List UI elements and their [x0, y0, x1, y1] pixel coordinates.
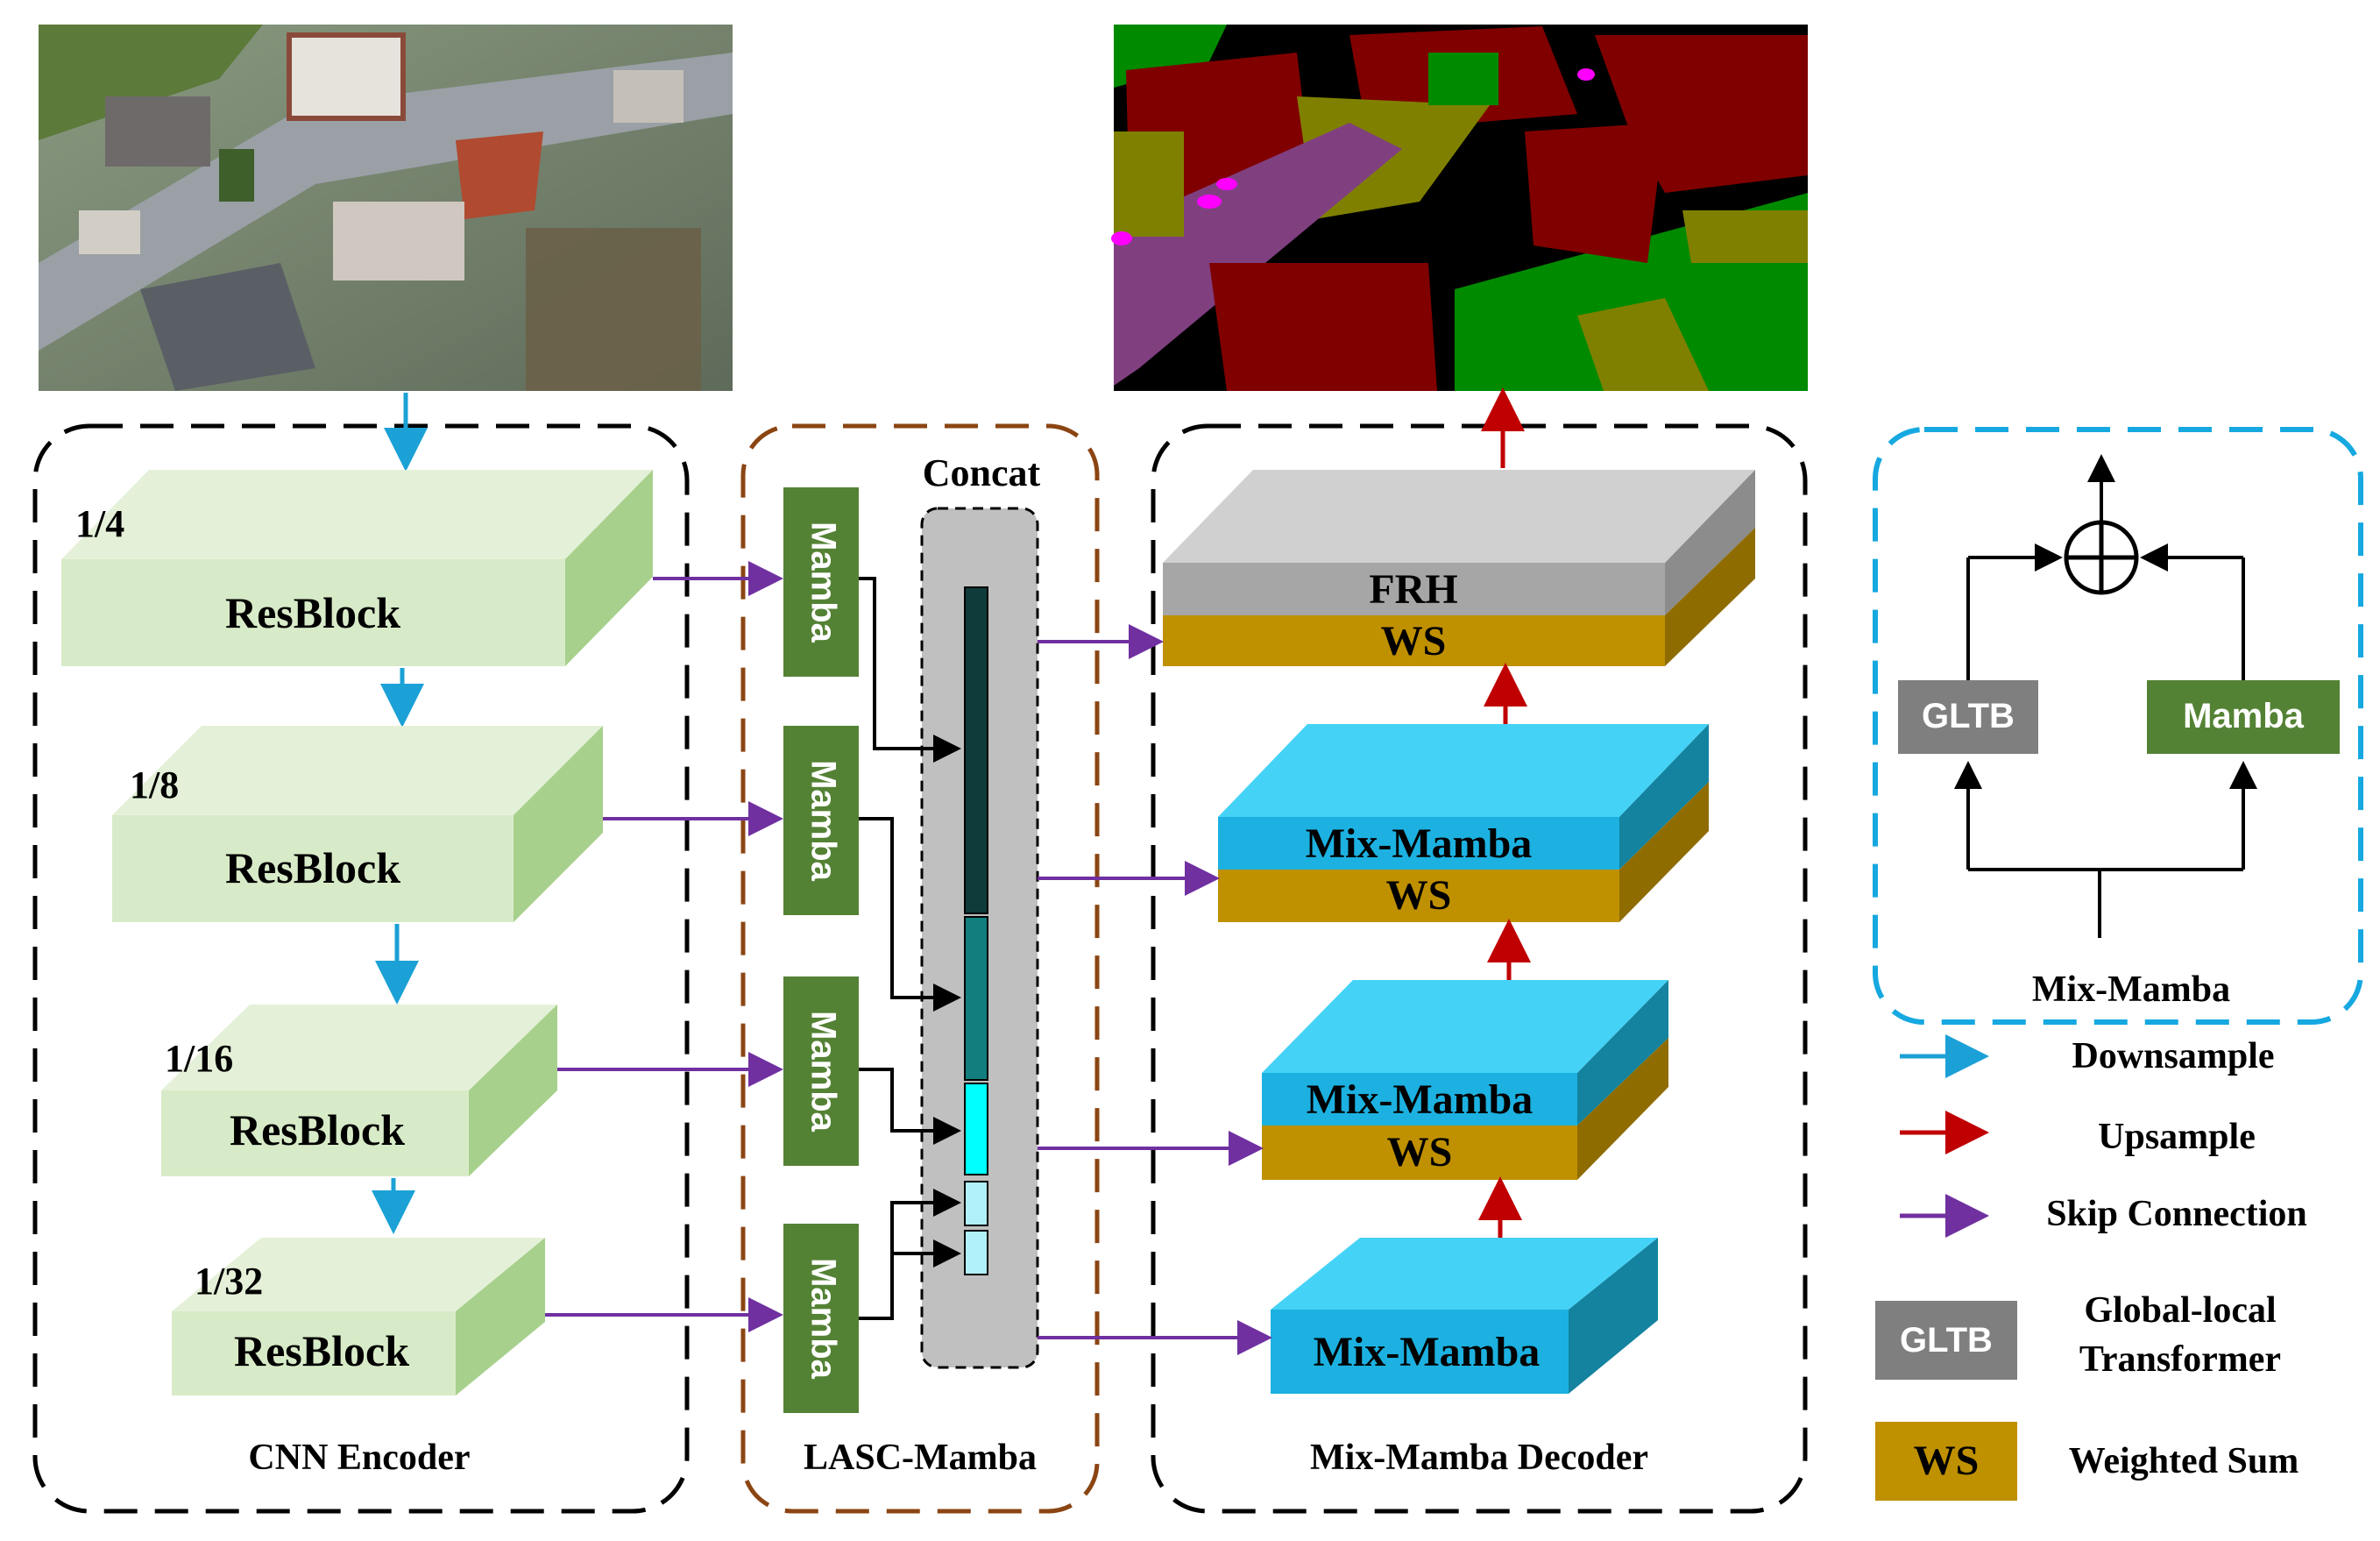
mamba-concat-link: [859, 577, 961, 763]
mamba-label: Mamba: [2183, 697, 2305, 735]
encoder-scale-label: 1/32: [195, 1260, 263, 1303]
concat-label: Concat: [923, 451, 1041, 494]
encoder-region: [32, 423, 690, 1514]
aerial-input-image: [39, 25, 733, 391]
mix-mamba-block-3: [1271, 1238, 1658, 1394]
mamba-block-4: Mamba: [783, 1224, 859, 1413]
legend-upsample-label: Upsample: [2098, 1117, 2256, 1157]
mix-mamba-label: Mix-Mamba: [1306, 820, 1533, 867]
sum-icon: [2064, 520, 2139, 595]
resblock-label: ResBlock: [225, 588, 400, 637]
mamba-label: Mamba: [804, 1011, 842, 1133]
segmentation-output-image: [1111, 25, 1808, 391]
lasc-region: [740, 423, 1100, 1514]
encoder-scale-label: 1/16: [165, 1037, 233, 1080]
frh-ws-block: [1163, 470, 1755, 666]
legend-gltb-desc: Global-local: [2084, 1290, 2276, 1331]
mix-mamba-label: Mix-Mamba: [1307, 1076, 1534, 1123]
mix-mamba-label: Mix-Mamba: [1314, 1329, 1541, 1375]
feature-bar-5: [964, 1230, 988, 1275]
encoder-block-4: [172, 1238, 545, 1395]
ws-label: WS: [1387, 1129, 1453, 1175]
feature-bar-3: [964, 1083, 988, 1175]
mamba-block-1: Mamba: [783, 487, 859, 677]
resblock-label: ResBlock: [234, 1326, 409, 1375]
legend-gltb-desc: Transformer: [2079, 1339, 2281, 1380]
encoder-block-2: [112, 726, 603, 922]
feature-bar-4: [964, 1181, 988, 1226]
mix-mamba-ws-block-1: [1218, 724, 1709, 922]
decoder-region: [1151, 423, 1808, 1514]
legend-gltb-label: GLTB: [1900, 1321, 1993, 1360]
mix-mamba-ws-block-2: [1262, 980, 1668, 1180]
feature-bar-2: [964, 916, 988, 1081]
legend-ws-desc: Weighted Sum: [2069, 1441, 2299, 1481]
resblock-label: ResBlock: [225, 843, 400, 892]
legend-gltb-box: [1875, 1301, 2017, 1380]
gltb-label: GLTB: [1922, 697, 2015, 735]
mix-mamba-detail-region: [1873, 427, 2363, 1025]
mamba-block-3: Mamba: [783, 976, 859, 1166]
mamba-concat-link: [859, 1189, 961, 1320]
frh-label: FRH: [1369, 566, 1457, 613]
decoder-title: Mix-Mamba Decoder: [1310, 1438, 1648, 1478]
legend-skip-label: Skip Connection: [2046, 1194, 2307, 1234]
encoder-title: CNN Encoder: [248, 1438, 470, 1478]
mamba-block-2: Mamba: [783, 726, 859, 915]
mamba-concat-link: [859, 1068, 961, 1145]
resblock-label: ResBlock: [230, 1105, 405, 1154]
ws-label: WS: [1381, 618, 1447, 664]
encoder-scale-label: 1/8: [130, 763, 179, 806]
encoder-scale-label: 1/4: [75, 502, 124, 545]
encoder-block-3: [161, 1005, 557, 1176]
mamba-label: Mamba: [804, 522, 842, 643]
mix-mamba-detail-title: Mix-Mamba: [2032, 969, 2230, 1010]
lasc-title: LASC-Mamba: [804, 1438, 1037, 1478]
gltb-box: [1898, 680, 2038, 754]
legend-ws-label: WS: [1914, 1438, 1980, 1484]
ws-label: WS: [1386, 872, 1452, 919]
mamba-label: Mamba: [804, 1258, 842, 1380]
mamba-box: [2147, 680, 2340, 754]
legend-downsample-label: Downsample: [2072, 1036, 2274, 1076]
encoder-block-1: [61, 470, 653, 666]
legend-ws-box: [1875, 1422, 2017, 1501]
mamba-label: Mamba: [804, 760, 842, 882]
mamba-concat-link: [859, 817, 961, 1012]
feature-bar-1: [964, 586, 988, 914]
